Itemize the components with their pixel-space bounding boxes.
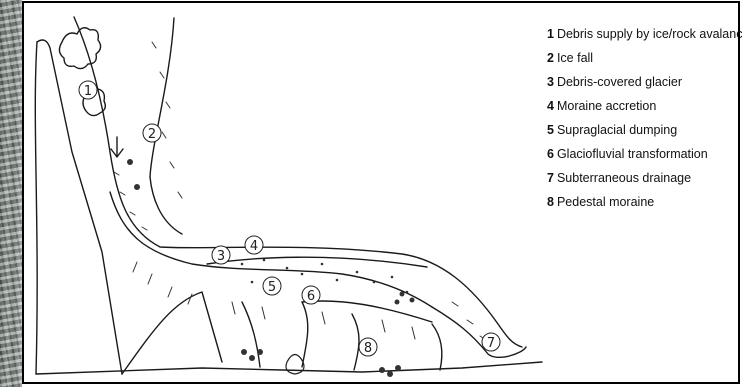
marker-4: 4 bbox=[245, 236, 263, 254]
legend-text: Ice fall bbox=[557, 51, 593, 65]
marker-1: 1 bbox=[79, 81, 97, 99]
svg-text:8: 8 bbox=[364, 341, 372, 356]
legend-text: Pedestal moraine bbox=[557, 195, 654, 209]
marker-6: 6 bbox=[302, 286, 320, 304]
svg-text:1: 1 bbox=[84, 84, 92, 99]
mountain-outline bbox=[35, 42, 37, 374]
svg-text:5: 5 bbox=[268, 280, 276, 295]
legend-num: 7 bbox=[547, 171, 554, 185]
marker-8: 8 bbox=[359, 338, 377, 356]
marker-5: 5 bbox=[263, 277, 281, 295]
legend-text: Moraine accretion bbox=[557, 99, 656, 113]
legend-num: 5 bbox=[547, 123, 554, 137]
legend-text: Supraglacial dumping bbox=[557, 123, 677, 137]
marker-2: 2 bbox=[143, 124, 161, 142]
glacier-top-edge bbox=[74, 17, 522, 347]
legend-num: 6 bbox=[547, 147, 554, 161]
svg-text:6: 6 bbox=[307, 289, 315, 304]
legend-num: 1 bbox=[547, 27, 554, 41]
legend-text: Debris supply by ice/rock avalanches bbox=[557, 27, 743, 41]
legend-num: 4 bbox=[547, 99, 554, 113]
marker-7: 7 bbox=[482, 333, 500, 351]
svg-text:4: 4 bbox=[250, 239, 258, 254]
svg-text:2: 2 bbox=[148, 127, 156, 142]
svg-text:7: 7 bbox=[487, 336, 495, 351]
marker-3: 3 bbox=[212, 246, 230, 264]
legend-num: 3 bbox=[547, 75, 554, 89]
legend-text: Glaciofluvial transformation bbox=[557, 147, 708, 161]
legend-text: Subterraneous drainage bbox=[557, 171, 691, 185]
legend-num: 8 bbox=[547, 195, 554, 209]
svg-text:3: 3 bbox=[217, 249, 225, 264]
photo-strip bbox=[0, 0, 22, 387]
legend-text: Debris-covered glacier bbox=[557, 75, 682, 89]
legend-num: 2 bbox=[547, 51, 554, 65]
